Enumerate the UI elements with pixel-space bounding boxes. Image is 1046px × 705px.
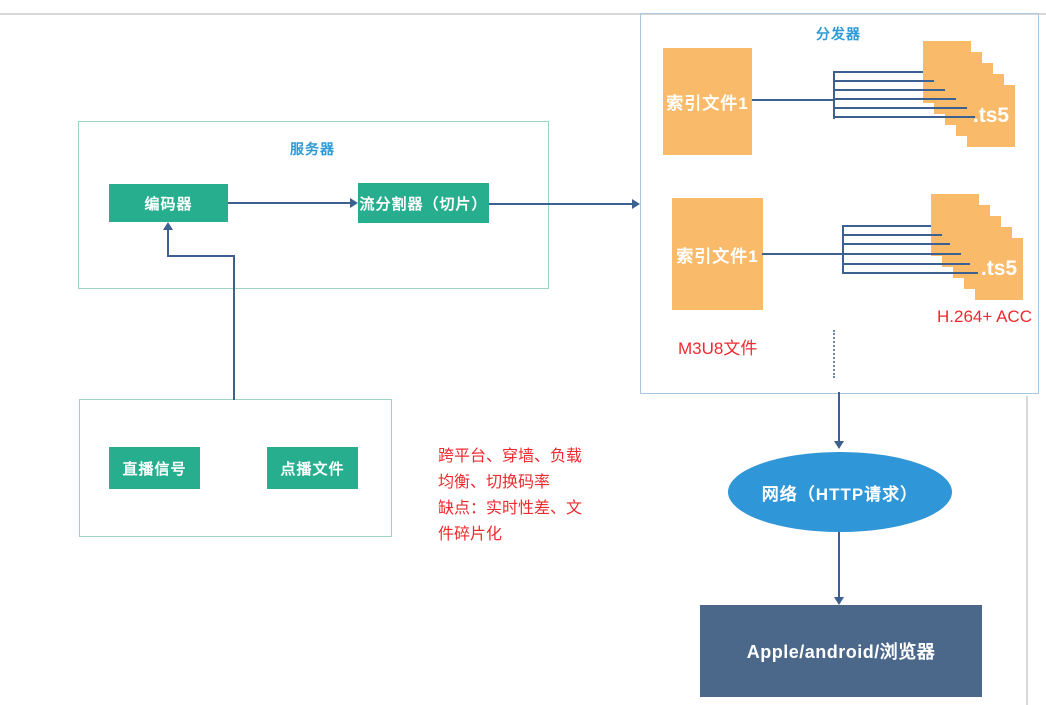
- codec-note: H.264+ ACC: [937, 307, 1032, 326]
- index-file-2-node: 索引文件1: [672, 198, 763, 310]
- source-group-box: [79, 399, 392, 537]
- connector-index2-to-fan: [762, 253, 843, 255]
- m3u8-note: M3U8文件: [678, 339, 758, 358]
- page-top-edge-line: [0, 13, 1046, 15]
- arrow-splitter-to-distributor-head: [632, 199, 640, 209]
- connector-source-to-encoder-h: [167, 255, 235, 257]
- connector-source-to-encoder-v1: [233, 256, 235, 400]
- splitter-node: 流分割器（切片）: [358, 183, 489, 223]
- fanout-1-line: [833, 98, 956, 100]
- index-file-1-label: 索引文件1: [666, 94, 749, 113]
- live-signal-label: 直播信号: [122, 460, 187, 478]
- fanout-1-line: [833, 71, 923, 73]
- arrow-network-to-client-head: [834, 597, 844, 605]
- arrow-encoder-to-splitter-head: [350, 198, 358, 208]
- fanout-2-line: [842, 234, 942, 236]
- ts-stack-1: .ts5: [923, 41, 1015, 147]
- connector-source-to-encoder-v2: [167, 230, 169, 256]
- connector-source-to-encoder-head: [163, 222, 173, 230]
- network-label: 网络（HTTP请求）: [761, 484, 919, 504]
- arrow-encoder-to-splitter-line: [228, 202, 350, 204]
- vod-file-node: 点播文件: [267, 447, 358, 489]
- ts-file-sheet: [975, 238, 1023, 300]
- splitter-label: 流分割器（切片）: [359, 195, 488, 213]
- server-group-box: [78, 121, 549, 289]
- encoder-node: 编码器: [109, 184, 228, 222]
- fanout-2-line: [842, 243, 950, 245]
- pros-cons-line-4: 件碎片化: [438, 526, 503, 543]
- fanout-1-line: [833, 80, 934, 82]
- fanout-2-line: [842, 225, 931, 227]
- fanout-1-line: [833, 116, 975, 118]
- fanout-2-line: [842, 253, 961, 255]
- live-signal-node: 直播信号: [109, 447, 200, 489]
- distributor-title: 分发器: [816, 26, 861, 42]
- ts-stack-2-label: .ts5: [980, 257, 1018, 280]
- ts-file-sheet: [967, 85, 1015, 147]
- pros-cons-note: 跨平台、穿墙、负载 均衡、切换码率 缺点：实时性差、文 件碎片化: [438, 444, 582, 548]
- fanout-1-line: [833, 89, 945, 91]
- network-node: 网络（HTTP请求）: [728, 452, 952, 532]
- more-streams-dots: [833, 330, 835, 378]
- arrow-distributor-to-network-line: [838, 392, 840, 441]
- pros-cons-line-2: 均衡、切换码率: [438, 474, 551, 491]
- encoder-label: 编码器: [144, 195, 193, 213]
- arrow-distributor-to-network-head: [834, 441, 844, 449]
- fanout-2-stem: [842, 225, 844, 274]
- fanout-1-stem: [833, 71, 835, 119]
- vod-file-label: 点播文件: [280, 460, 345, 478]
- index-file-1-node: 索引文件1: [663, 48, 752, 155]
- fanout-1-line: [833, 107, 967, 109]
- fanout-2-line: [842, 263, 970, 265]
- server-group-title: 服务器: [290, 141, 335, 157]
- client-label: Apple/android/浏览器: [746, 642, 936, 662]
- ts-stack-2: .ts5: [931, 194, 1023, 300]
- arrow-splitter-to-distributor-line: [489, 203, 632, 205]
- pros-cons-line-1: 跨平台、穿墙、负载: [438, 448, 583, 465]
- ts-stack-1-label: .ts5: [972, 104, 1010, 127]
- arrow-network-to-client-line: [838, 532, 840, 597]
- client-node: Apple/android/浏览器: [700, 605, 982, 697]
- page-right-edge-line: [1026, 396, 1028, 705]
- pros-cons-line-3: 缺点：实时性差、文: [438, 500, 583, 517]
- fanout-2-line: [842, 272, 978, 274]
- index-file-2-label: 索引文件1: [676, 246, 759, 266]
- connector-index1-to-fan: [752, 99, 834, 101]
